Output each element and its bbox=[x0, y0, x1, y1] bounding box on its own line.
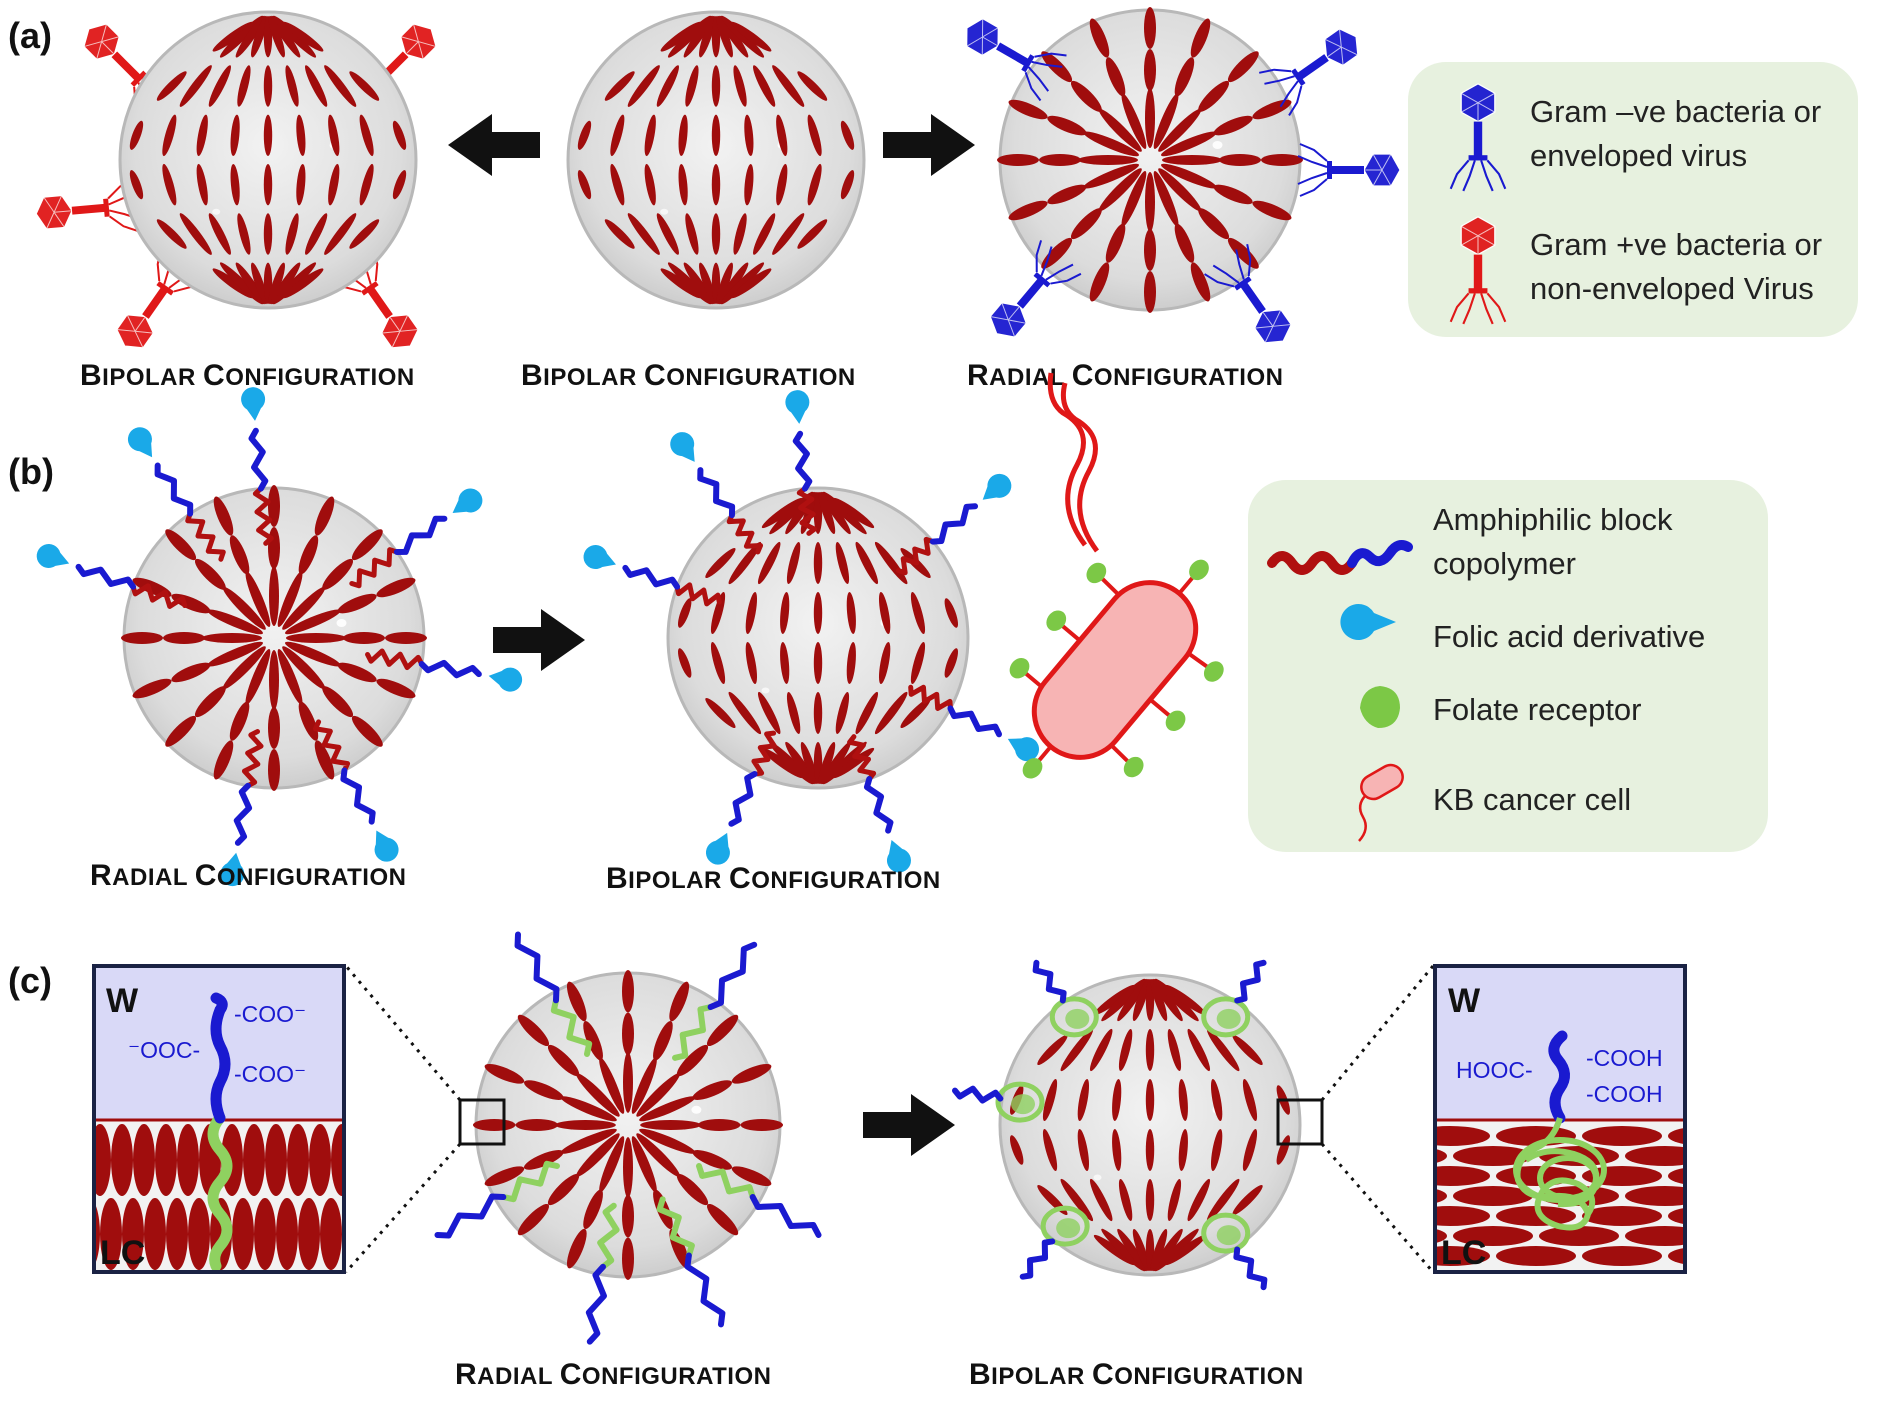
zoom-leader bbox=[344, 1143, 462, 1273]
zoom-region-right bbox=[1276, 1098, 1324, 1146]
caption-b-1: RADIAL CONFIGURATION bbox=[90, 859, 406, 892]
block-copolymer-icon bbox=[1267, 540, 1413, 575]
caption-a-1: BIPOLAR CONFIGURATION bbox=[80, 359, 415, 392]
arrow-left-icon bbox=[448, 114, 540, 176]
chem-group-3: -COO⁻ bbox=[234, 1061, 306, 1087]
interface-inset-right: -COOH HOOC- -COOH W LC bbox=[1433, 964, 1687, 1274]
lc-droplet-bipolar bbox=[952, 959, 1302, 1291]
chem-group-1: -COOH bbox=[1586, 1045, 1663, 1071]
chem-group-2: HOOC- bbox=[1456, 1057, 1533, 1083]
phage-icon bbox=[1449, 216, 1507, 325]
legend-b-1-line2: copolymer bbox=[1433, 546, 1576, 581]
legend-b-1-line1: Amphiphilic block bbox=[1433, 502, 1673, 537]
legend-a-2-line2: non-enveloped Virus bbox=[1530, 271, 1814, 306]
lc-droplet-radial bbox=[36, 387, 523, 887]
zoom-leader bbox=[344, 965, 462, 1101]
legend-b-3: Folate receptor bbox=[1433, 692, 1642, 727]
lc-phase-label: LC bbox=[1441, 1234, 1486, 1272]
caption-c-2: BIPOLAR CONFIGURATION bbox=[969, 1358, 1304, 1391]
kb-cancer-cell bbox=[1009, 372, 1224, 779]
lc-droplet-bipolar bbox=[583, 390, 1039, 873]
folic-acid-icon bbox=[1340, 604, 1396, 640]
lc-phase-label: LC bbox=[100, 1234, 145, 1272]
caption-a-2: BIPOLAR CONFIGURATION bbox=[521, 359, 856, 392]
panel-label-a: (a) bbox=[8, 15, 52, 56]
water-phase-label: W bbox=[1448, 982, 1481, 1020]
zoom-leader bbox=[1320, 965, 1435, 1101]
panel-label-c: (c) bbox=[8, 960, 52, 1001]
legend-b-2: Folic acid derivative bbox=[1433, 619, 1705, 654]
zoom-leader bbox=[1320, 1143, 1435, 1273]
water-phase-label: W bbox=[106, 982, 139, 1020]
gram-negative-pathogens bbox=[966, 17, 1401, 344]
zoom-region-left bbox=[458, 1098, 506, 1146]
chem-group-2: ⁻OOC- bbox=[128, 1037, 200, 1063]
arrow-right-icon bbox=[863, 1094, 955, 1156]
caption-b-2: BIPOLAR CONFIGURATION bbox=[606, 862, 941, 895]
legend-b-box bbox=[1248, 480, 1768, 852]
caption-a-3: RADIAL CONFIGURATION bbox=[967, 359, 1283, 392]
arrow-right-icon bbox=[493, 609, 585, 671]
lc-droplet-radial-bound bbox=[997, 7, 1303, 313]
legend-a-1-line1: Gram –ve bacteria or bbox=[1530, 94, 1821, 129]
chem-group-3: -COOH bbox=[1586, 1081, 1663, 1107]
lc-droplet-bipolar bbox=[566, 10, 866, 310]
arrow-right-icon bbox=[883, 114, 975, 176]
chem-group-1: -COO⁻ bbox=[234, 1001, 306, 1027]
legend-a-2-line1: Gram +ve bacteria or bbox=[1530, 227, 1822, 262]
interface-inset-left: -COO⁻ ⁻OOC- -COO⁻ W LC bbox=[92, 964, 346, 1274]
caption-c-1: RADIAL CONFIGURATION bbox=[455, 1358, 771, 1391]
legend-a-1-line2: enveloped virus bbox=[1530, 138, 1747, 173]
lc-droplet-bipolar-bound bbox=[118, 10, 418, 310]
legend-b-4: KB cancer cell bbox=[1433, 782, 1631, 817]
phage-icon bbox=[1449, 83, 1507, 192]
kb-cell-icon bbox=[1358, 763, 1404, 842]
folate-receptor-icon bbox=[1360, 686, 1400, 728]
panel-label-b: (b) bbox=[8, 451, 54, 492]
legend-a-box bbox=[1408, 62, 1858, 337]
lc-droplet-radial bbox=[434, 931, 822, 1345]
